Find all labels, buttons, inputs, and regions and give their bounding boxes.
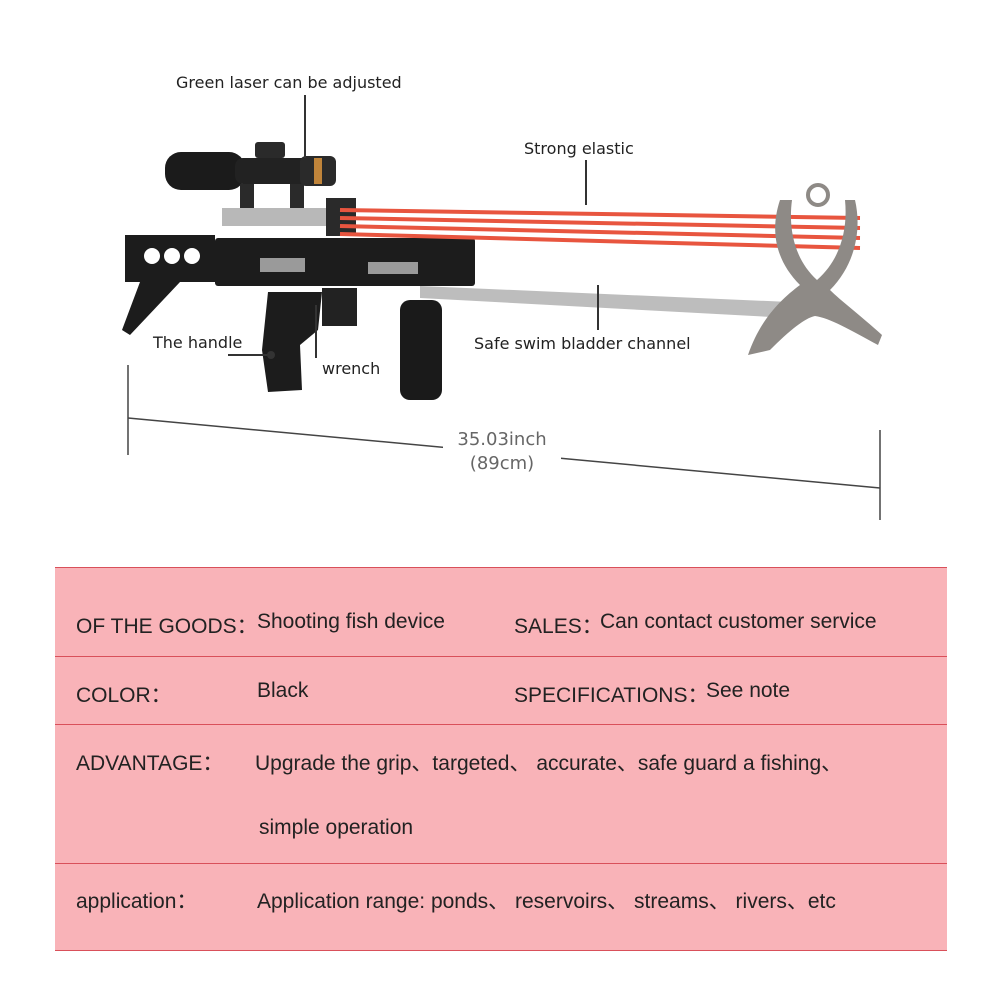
dimension-metric: (89cm) [469,453,535,474]
sales-label: SALES： [514,615,603,638]
sales-value: Can contact customer service [600,610,877,633]
channel-tube [420,286,790,318]
callout-handle: The handle [153,333,243,352]
specifications-label: SPECIFICATIONS： [514,684,709,707]
vertical-foregrip [400,300,442,400]
fork-frame [748,200,882,355]
spec-row-goods: OF THE GOODS： Shooting fish device SALES… [55,568,947,657]
pistol-grip [262,292,322,392]
application-label: application： [76,890,198,913]
goods-label: OF THE GOODS： [76,615,258,638]
advantage-label: ADVANTAGE： [76,752,224,775]
callout-channel: Safe swim bladder channel [474,334,691,353]
spec-row-color: COLOR： Black SPECIFICATIONS： See note [55,657,947,725]
application-value: Application range: ponds、 reservoirs、 st… [257,890,836,913]
elastic-bands [339,208,861,250]
advantage-line-1: Upgrade the grip、targeted、 accurate、safe… [255,752,843,775]
color-value: Black [257,679,309,702]
goods-value: Shooting fish device [257,610,445,633]
spec-table: OF THE GOODS： Shooting fish device SALES… [55,567,947,951]
scope [165,142,336,210]
slingshot-rifle-illustration [122,95,882,520]
product-diagram: Green laser can be adjusted Strong elast… [122,73,882,520]
specifications-value: See note [706,679,791,702]
spec-row-application: application： Application range: ponds、 r… [55,864,947,950]
dimension-label: 35.03inch (89cm) [443,428,561,476]
dimension-imperial: 35.03inch [457,429,547,450]
callout-laser: Green laser can be adjusted [176,73,402,92]
advantage-line-2: simple operation [259,816,414,839]
color-label: COLOR： [76,684,172,707]
spec-row-advantage: ADVANTAGE： Upgrade the grip、targeted、 ac… [55,725,947,864]
callout-elastic: Strong elastic [524,139,634,158]
callout-wrench: wrench [322,359,381,378]
receiver-body [215,238,475,286]
laser-mount [222,208,327,226]
